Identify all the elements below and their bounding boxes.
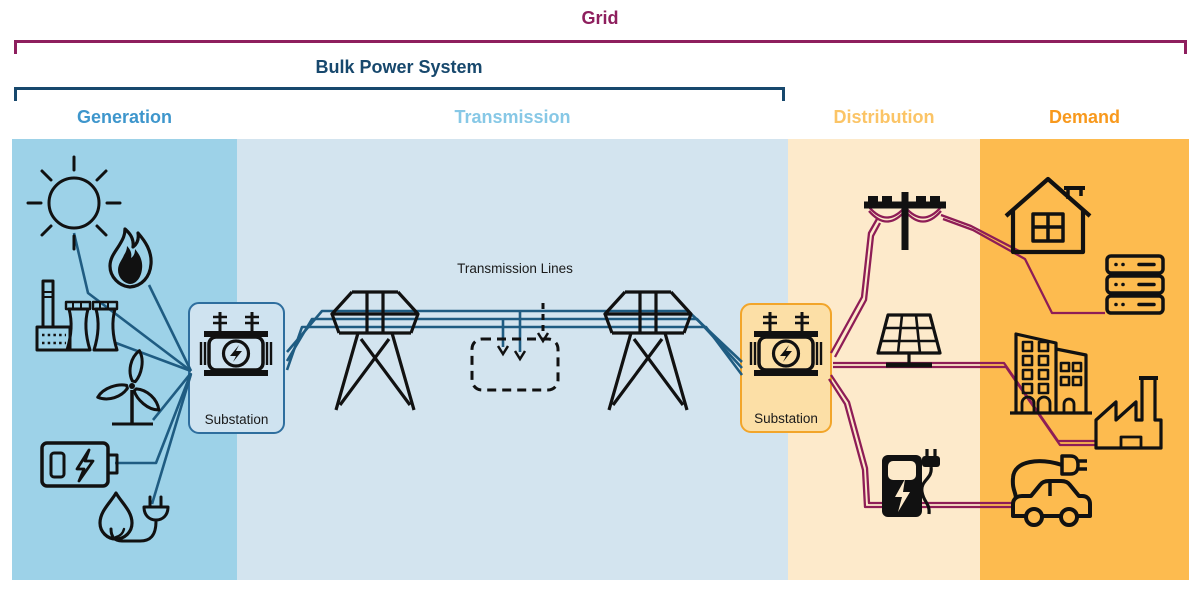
hydro-plug-icon [98,491,170,543]
generation-connector-lines [72,232,193,505]
sun-icon [26,155,122,251]
grid-title: Grid [581,8,619,28]
section-label-demand: Demand [1048,107,1120,127]
wind-turbine-icon [96,349,161,426]
house-icon [1004,176,1092,255]
transmission-lines-caption: Transmission Lines [457,261,573,276]
factory-icon [1094,376,1163,450]
transformer-icon-generation [199,310,273,378]
substation-label-distribution: Substation [754,411,818,426]
transformer-icon-distribution [749,310,823,378]
power-plant-icon [35,279,119,352]
distribution-substation-box [740,303,832,433]
ev-charger-icon [882,449,940,517]
substation-label-generation: Substation [204,412,269,427]
transmission-lines [285,309,744,376]
commercial-buildings-icon [1010,332,1092,415]
future-capacity-dashed-box [470,303,560,392]
solar-panel-icon [876,313,942,368]
generation-substation-box [188,302,285,434]
flame-icon [108,227,153,289]
grid-bracket [14,40,1187,54]
data-center-icon [1105,254,1165,315]
utility-pole-icon [864,192,946,250]
section-label-distribution: Distribution [833,107,935,127]
electric-car-icon [1010,454,1092,527]
bulk-power-system-bracket [14,87,785,101]
battery-icon [40,441,119,488]
transmission-band [237,139,788,580]
section-label-generation: Generation [76,107,173,127]
bulk-power-system-title: Bulk Power System [315,57,483,77]
section-label-transmission: Transmission [454,107,571,127]
